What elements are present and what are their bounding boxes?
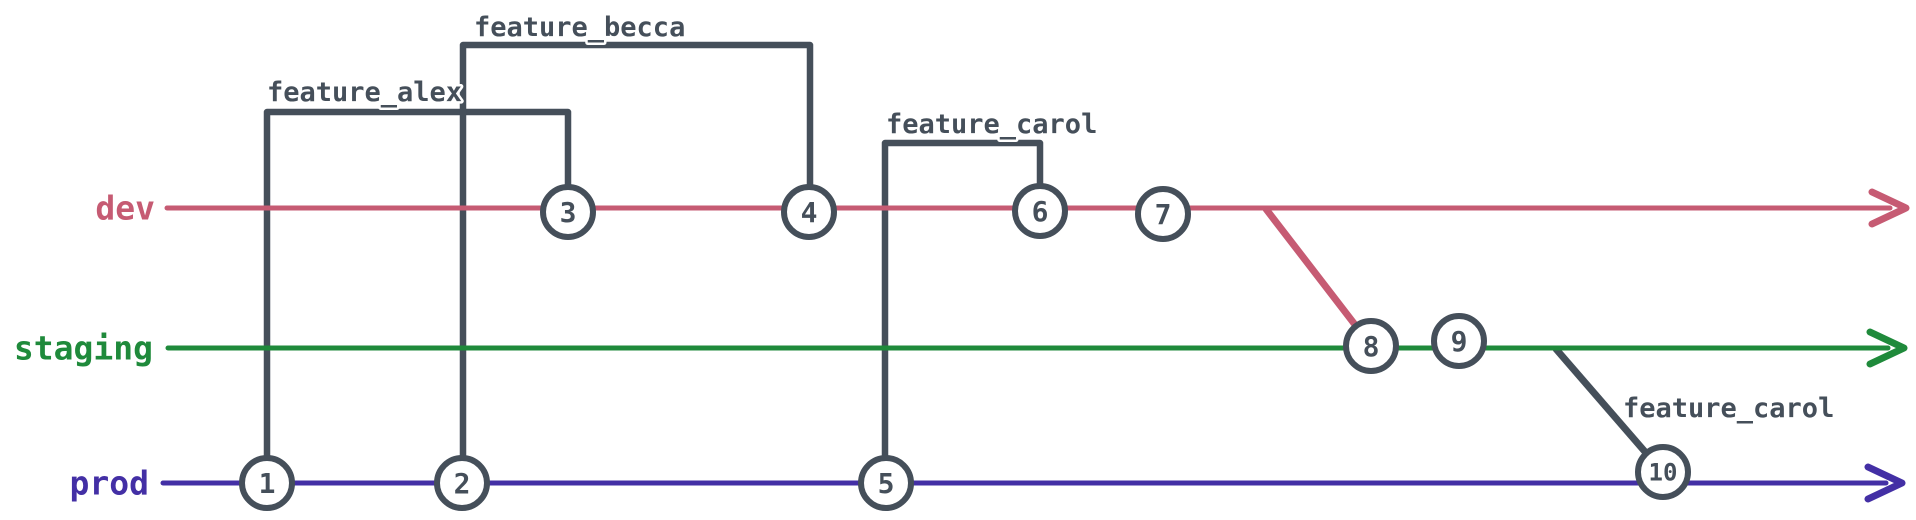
commit-label-6: 6	[1032, 195, 1049, 228]
commit-node-9	[1431, 313, 1487, 369]
commit-label-7: 7	[1155, 198, 1172, 231]
commit-label-8: 8	[1363, 330, 1380, 363]
feature-label-feature_becca: feature_becca	[474, 12, 685, 43]
feature-bracket-feature_becca	[459, 41, 814, 487]
merge-edge-staging-to-prod	[1552, 345, 1657, 465]
commit-label-2: 2	[454, 467, 471, 500]
commit-node-6	[1012, 183, 1068, 239]
feature-label-feature_alex: feature_alex	[267, 77, 462, 108]
branch-label-staging: staging	[14, 329, 153, 368]
merge-label-staging-to-prod: feature_carol	[1623, 393, 1834, 424]
commit-node-4	[781, 184, 837, 240]
feature-bracket-feature_carol	[881, 139, 1044, 487]
branch-label-dev: dev	[95, 189, 155, 228]
commit-label-10: 10	[1649, 459, 1678, 487]
commit-node-7	[1135, 186, 1191, 242]
commit-node-3	[540, 184, 596, 240]
branch-label-prod: prod	[70, 464, 149, 503]
commit-node-2	[434, 455, 490, 511]
feature-label-feature_carol: feature_carol	[886, 109, 1097, 140]
commit-node-10	[1635, 444, 1691, 500]
branch-arrow-icon-staging	[1866, 328, 1908, 368]
commit-label-5: 5	[878, 467, 895, 500]
commit-node-8	[1343, 318, 1399, 374]
feature-bracket-feature_alex	[263, 108, 572, 487]
commit-label-1: 1	[259, 467, 276, 500]
branch-arrow-icon-dev	[1868, 188, 1910, 228]
commit-label-3: 3	[560, 196, 577, 229]
commit-node-1	[239, 455, 295, 511]
merge-edge-dev-to-staging	[1262, 205, 1370, 343]
commit-label-4: 4	[801, 196, 818, 229]
commit-node-5	[858, 455, 914, 511]
branch-arrow-icon-prod	[1864, 463, 1906, 503]
commit-label-9: 9	[1451, 325, 1468, 358]
